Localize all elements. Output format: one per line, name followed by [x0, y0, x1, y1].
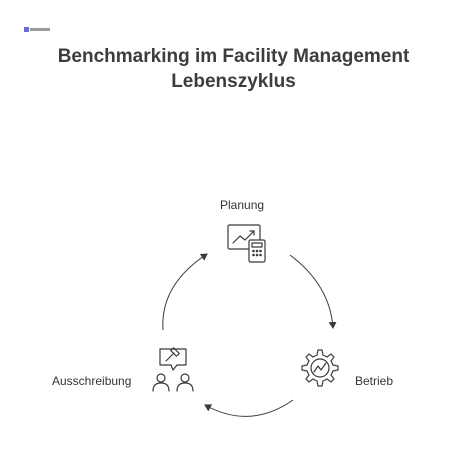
page-title: Benchmarking im Facility Management Lebe…	[0, 44, 467, 94]
node-label-ausschreibung: Ausschreibung	[52, 374, 132, 388]
auction-people-icon	[152, 347, 194, 392]
arrow-betrieb-to-ausschreibung	[204, 399, 294, 417]
title-line-2: Lebenszyklus	[171, 71, 296, 92]
chart-calculator-icon	[227, 224, 266, 263]
title-line-1: Benchmarking im Facility Management	[57, 46, 410, 67]
node-label-planung: Planung	[220, 198, 265, 212]
arrow-ausschreibung-to-planung	[162, 253, 208, 331]
brand-logo	[24, 27, 50, 32]
gear-chart-icon	[301, 349, 339, 387]
arrow-planung-to-betrieb	[289, 254, 337, 329]
node-label-betrieb: Betrieb	[355, 374, 394, 388]
